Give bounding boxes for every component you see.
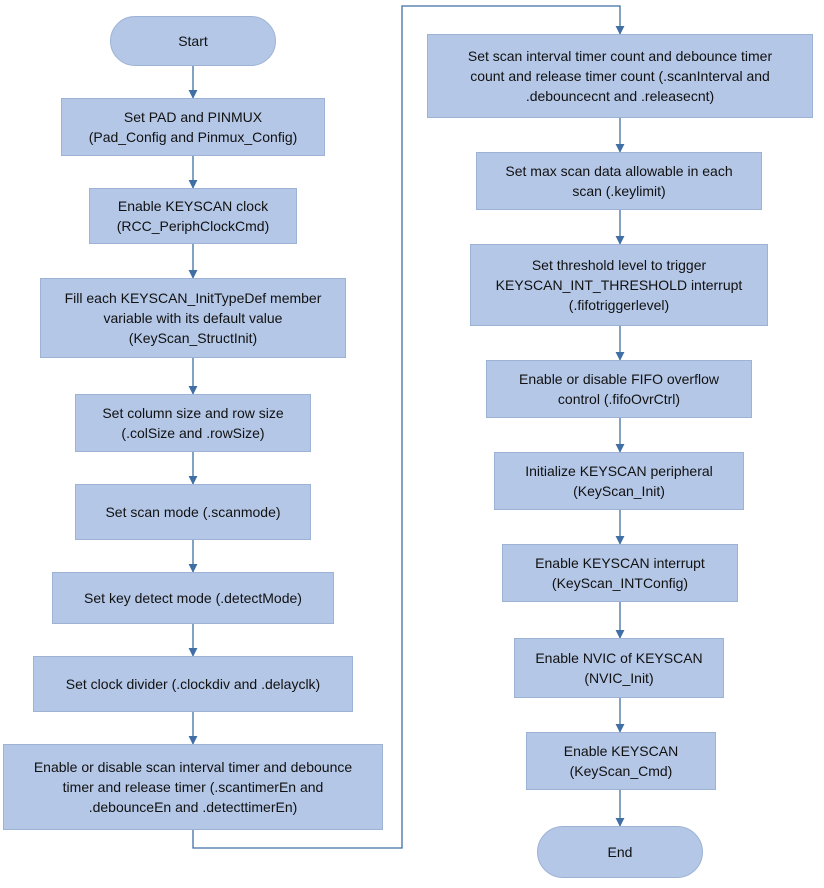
step-set-timer-counts: Set scan interval timer count and deboun… <box>427 34 813 118</box>
step-set-threshold-level: Set threshold level to trigger KEYSCAN_I… <box>470 244 768 326</box>
connector-step8-to-step9 <box>192 5 625 849</box>
step-enable-nvic: Enable NVIC of KEYSCAN (NVIC_Init) <box>514 638 724 698</box>
step-fifo-overflow-control: Enable or disable FIFO overflow control … <box>486 360 752 418</box>
end-node: End <box>537 826 703 878</box>
step-set-max-scan-data: Set max scan data allowable in each scan… <box>476 152 762 210</box>
step-set-pad-pinmux: Set PAD and PINMUX (Pad_Config and Pinmu… <box>61 98 325 156</box>
step-set-clock-divider: Set clock divider (.clockdiv and .delayc… <box>33 656 353 712</box>
step-set-key-detect-mode: Set key detect mode (.detectMode) <box>52 572 334 624</box>
step-set-column-row-size: Set column size and row size (.colSize a… <box>75 394 311 452</box>
step-enable-keyscan: Enable KEYSCAN (KeyScan_Cmd) <box>526 732 716 790</box>
start-node: Start <box>110 16 276 66</box>
step-set-scan-mode: Set scan mode (.scanmode) <box>75 484 311 540</box>
step-enable-keyscan-interrupt: Enable KEYSCAN interrupt (KeyScan_INTCon… <box>502 544 738 602</box>
step-enable-disable-timers: Enable or disable scan interval timer an… <box>3 744 383 830</box>
step-enable-keyscan-clock: Enable KEYSCAN clock (RCC_PeriphClockCmd… <box>89 188 297 244</box>
step-initialize-keyscan: Initialize KEYSCAN peripheral (KeyScan_I… <box>494 452 744 510</box>
step-fill-init-struct: Fill each KEYSCAN_InitTypeDef member var… <box>40 278 346 358</box>
